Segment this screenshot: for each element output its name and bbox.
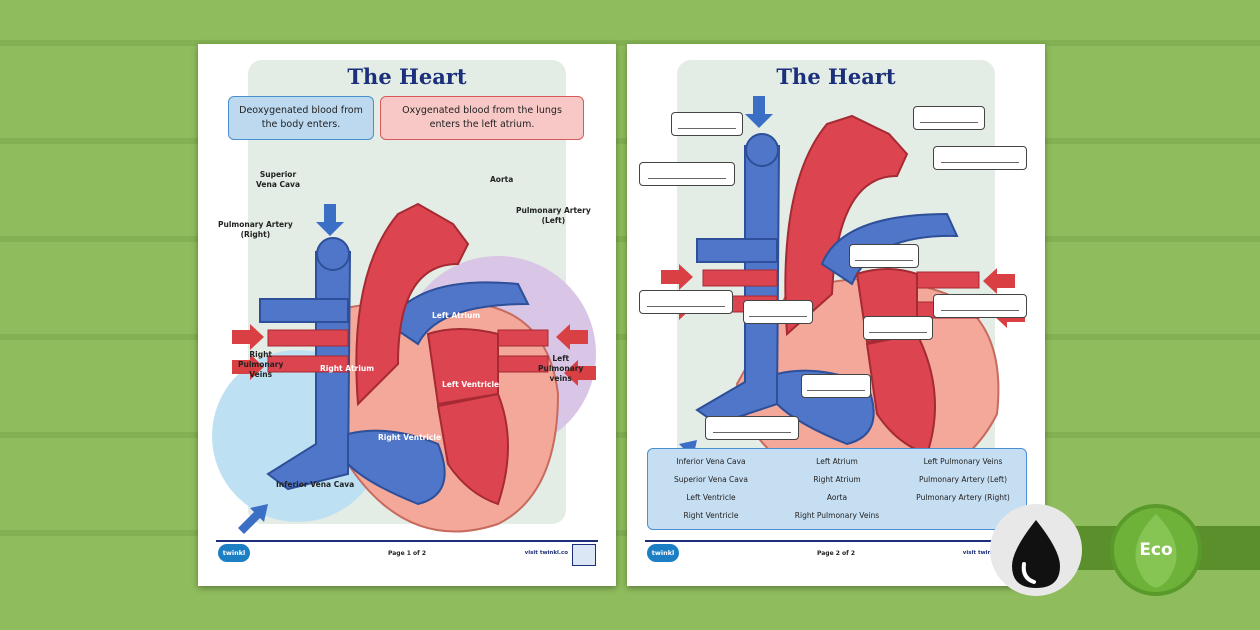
pulmonary-vein-left-1 bbox=[497, 329, 549, 347]
arrow-right-pv-2 bbox=[232, 354, 264, 380]
label-left-ventricle: Left Ventricle bbox=[442, 380, 500, 389]
arrow-left-pv-2 bbox=[564, 360, 596, 386]
oxygenated-text: Oxygenated blood from the lungs enters t… bbox=[402, 105, 562, 130]
label-blank-2[interactable] bbox=[913, 106, 985, 130]
label-blank-6[interactable] bbox=[639, 290, 733, 314]
label-right-ventricle: Right Ventricle bbox=[378, 433, 442, 442]
label-inferior-vena-cava: Inferior Vena Cava bbox=[276, 480, 355, 489]
label-blank-11[interactable] bbox=[705, 416, 799, 440]
pulmonary-vein-right-2 bbox=[267, 355, 349, 373]
label-aorta: Aorta bbox=[490, 175, 514, 184]
word-bank-item: Left Ventricle bbox=[686, 493, 736, 502]
heart-diagram bbox=[212, 202, 596, 534]
arrow-left-pv-1 bbox=[556, 324, 588, 350]
arrow-svc bbox=[745, 96, 773, 128]
arrow-right-pv-1 bbox=[232, 324, 264, 350]
arrow-svc bbox=[316, 204, 344, 236]
eco-label: Eco bbox=[1139, 540, 1173, 560]
worksheet-page-1: The Heart Deoxygenated blood from the bo… bbox=[198, 44, 616, 586]
label-blank-5[interactable] bbox=[849, 244, 919, 268]
ink-drop-icon bbox=[1012, 520, 1060, 588]
word-bank-item: Pulmonary Artery (Left) bbox=[918, 475, 1007, 484]
pulmonary-vein-right-1 bbox=[267, 329, 349, 347]
visit-link[interactable]: visit twinkl.co bbox=[524, 550, 568, 556]
word-bank-item: Right Pulmonary Veins bbox=[794, 511, 880, 520]
label-blank-4[interactable] bbox=[933, 146, 1027, 170]
word-bank-item: Left Atrium bbox=[816, 457, 858, 466]
twinkl-logo: twinkl bbox=[647, 544, 679, 562]
label-blank-10[interactable] bbox=[801, 374, 871, 398]
word-bank-item: Right Ventricle bbox=[683, 511, 739, 520]
deoxygenated-info-box: Deoxygenated blood from the body enters. bbox=[228, 96, 374, 140]
label-pulmonary-artery-left: Pulmonary Artery (Left) bbox=[516, 206, 591, 225]
label-left-pulmonary-veins: Left Pulmonary veins bbox=[538, 354, 584, 383]
word-bank-item: Left Pulmonary Veins bbox=[923, 457, 1003, 466]
page-number: Page 1 of 2 bbox=[388, 550, 426, 557]
leaf-icon bbox=[1135, 514, 1177, 588]
label-blank-1[interactable] bbox=[671, 112, 743, 136]
quality-badge-icon bbox=[572, 544, 596, 566]
worksheet-page-2: The Heart Inferior Vena Cava Left Atrium… bbox=[627, 44, 1045, 586]
label-left-atrium: Left Atrium bbox=[432, 311, 481, 320]
word-bank-item: Inferior Vena Cava bbox=[676, 457, 746, 466]
svc-top bbox=[745, 133, 779, 167]
visit-link[interactable]: visit twinkl bbox=[962, 550, 997, 556]
eco-badge: Eco bbox=[1110, 504, 1202, 596]
footer-line bbox=[645, 540, 1027, 542]
page-title: The Heart bbox=[776, 64, 896, 89]
label-right-pulmonary-veins: Right Pulmonary Veins bbox=[238, 350, 284, 379]
heart-diagram-unlabelled bbox=[661, 96, 1025, 454]
label-pulmonary-artery-right: Pulmonary Artery (Right) bbox=[218, 220, 293, 239]
pulmonary-artery-right bbox=[259, 298, 349, 323]
word-bank-item: Pulmonary Artery (Right) bbox=[916, 493, 1010, 502]
page-title: The Heart bbox=[347, 64, 467, 89]
arrow-left-pv-1 bbox=[983, 268, 1015, 294]
svc-top bbox=[316, 237, 350, 271]
arrow-right-pv-1 bbox=[661, 264, 693, 290]
footer-line bbox=[216, 540, 598, 542]
ink-badge bbox=[990, 504, 1082, 596]
pulmonary-vein-right-1 bbox=[702, 269, 778, 287]
twinkl-logo: twinkl bbox=[218, 544, 250, 562]
label-blank-8[interactable] bbox=[933, 294, 1027, 318]
word-bank-item: Superior Vena Cava bbox=[674, 475, 748, 484]
aorta bbox=[355, 202, 470, 407]
deoxygenated-text: Deoxygenated blood from the body enters. bbox=[239, 105, 363, 130]
word-bank-item: Right Atrium bbox=[813, 475, 861, 484]
pulmonary-vein-left-1 bbox=[916, 271, 980, 289]
pulmonary-artery bbox=[386, 281, 530, 346]
label-blank-7[interactable] bbox=[743, 300, 813, 324]
pulmonary-artery-right bbox=[696, 238, 778, 263]
right-ventricle bbox=[347, 429, 446, 506]
label-blank-9[interactable] bbox=[863, 316, 933, 340]
label-right-atrium: Right Atrium bbox=[320, 364, 375, 373]
left-atrium bbox=[426, 328, 499, 406]
arrow-ivc bbox=[238, 504, 268, 534]
word-bank-item: Aorta bbox=[826, 493, 848, 502]
label-blank-3[interactable] bbox=[639, 162, 735, 186]
page-number: Page 2 of 2 bbox=[817, 550, 855, 557]
label-superior-vena-cava: Superior Vena Cava bbox=[256, 170, 301, 189]
aorta bbox=[784, 114, 909, 337]
left-ventricle bbox=[436, 392, 509, 506]
word-bank: Inferior Vena Cava Left Atrium Left Pulm… bbox=[647, 448, 1027, 530]
oxygenated-info-box: Oxygenated blood from the lungs enters t… bbox=[380, 96, 584, 140]
